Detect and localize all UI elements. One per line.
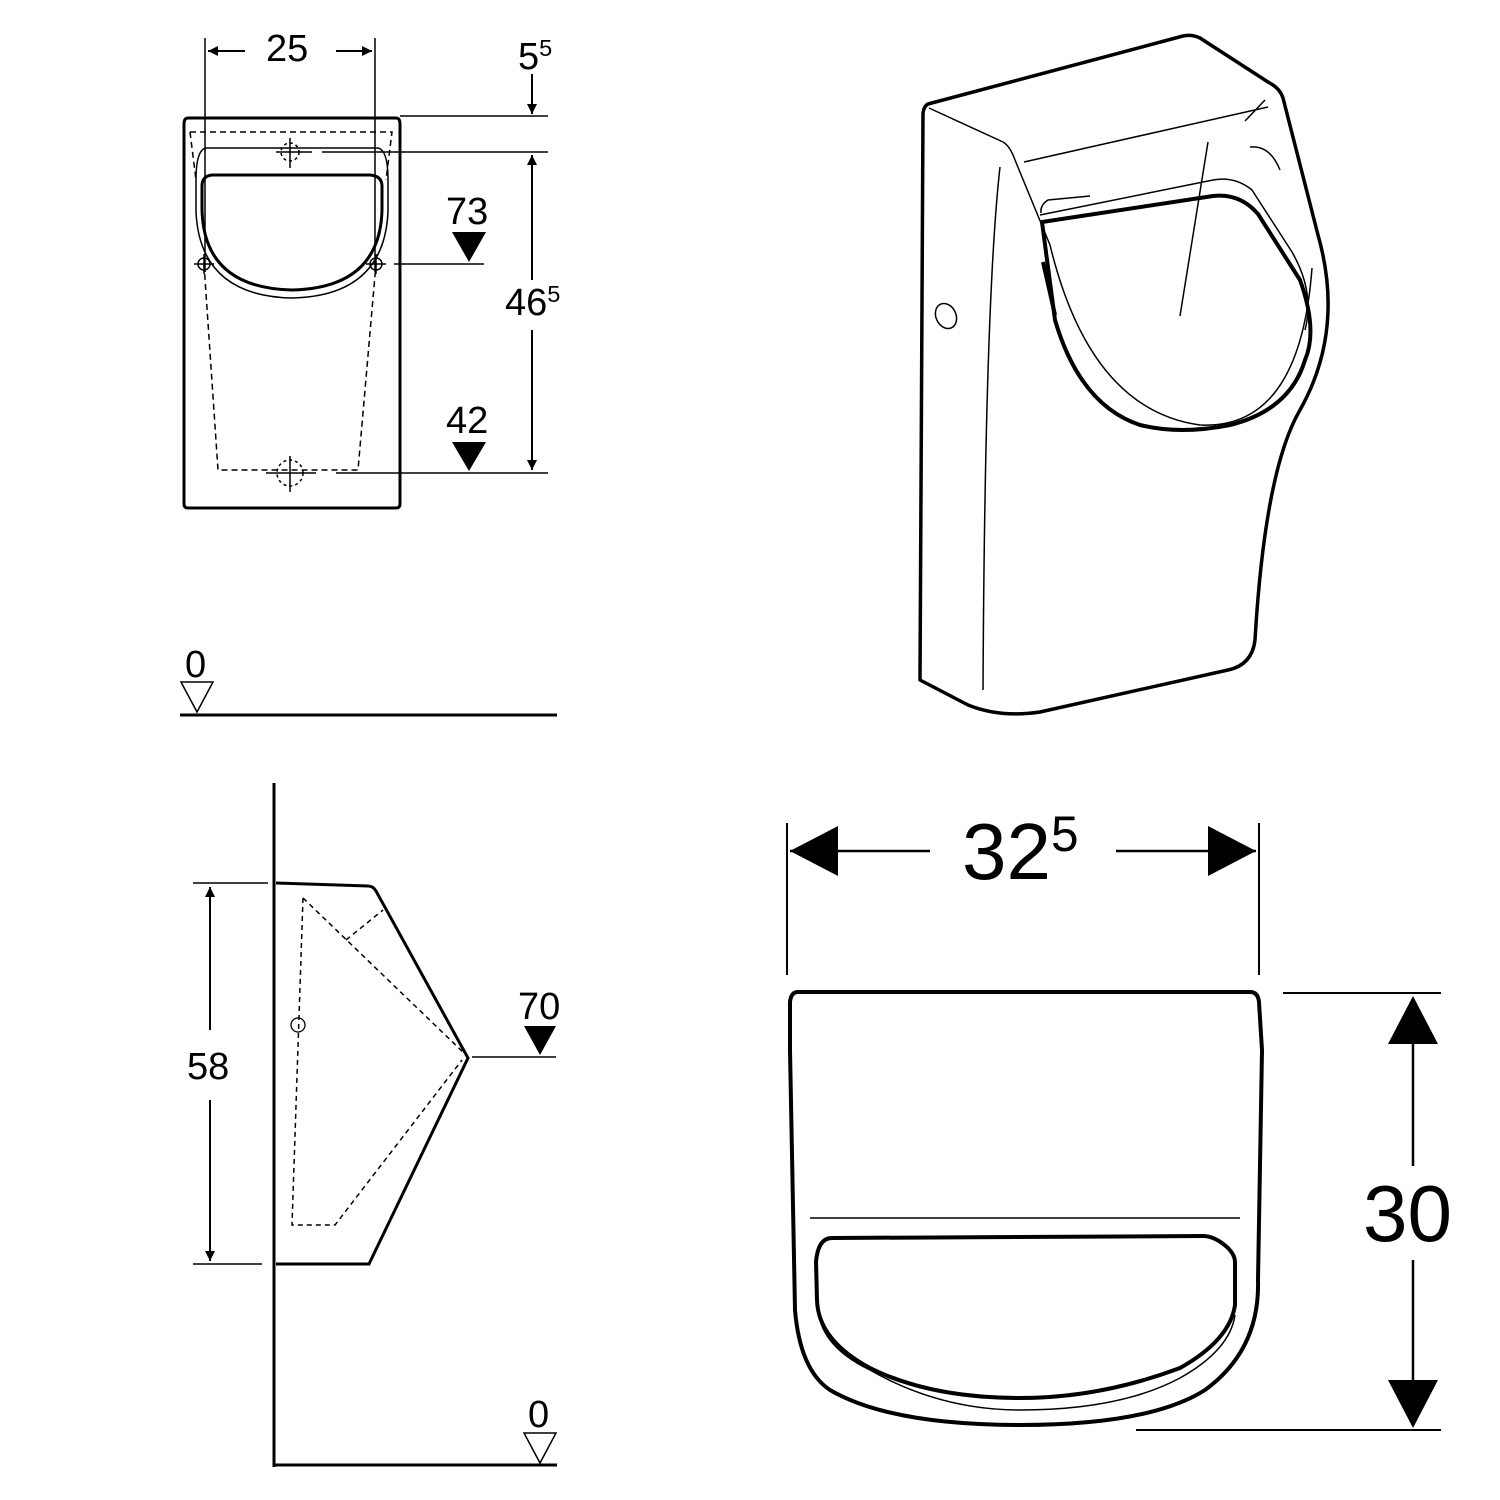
- top-offset-dimension-label: 55: [518, 34, 553, 78]
- front-view: [179, 38, 557, 717]
- front-width-value: 25: [266, 28, 309, 70]
- projection-height-label: 70: [518, 986, 561, 1028]
- inlet-to-outlet-fraction: 5: [547, 280, 561, 307]
- inlet-crosshair: [276, 138, 312, 168]
- top-offset-value: 5: [518, 36, 540, 78]
- perspective-view: [918, 33, 1330, 716]
- top-width-fraction: 5: [1050, 805, 1079, 862]
- front-width-dimension-label: 25: [266, 28, 309, 70]
- outlet-crosshair: [266, 456, 316, 492]
- side-height-dimension-label: 58: [187, 1046, 230, 1088]
- top-depth-dimension-label: 30: [1363, 1169, 1452, 1258]
- top-width-dimension-label: 325: [962, 809, 1079, 892]
- side-view: [193, 783, 558, 1467]
- fixing-crosshair-right: [366, 254, 386, 274]
- top-width-value: 32: [962, 807, 1051, 896]
- inlet-to-outlet-value: 46: [505, 282, 548, 324]
- top-offset-fraction: 5: [539, 34, 553, 61]
- top-view: [786, 823, 1441, 1431]
- fixing-crosshair-left: [194, 254, 214, 274]
- outlet-height-label: 42: [446, 400, 489, 442]
- inlet-height-label: 73: [446, 191, 489, 233]
- inlet-to-outlet-dimension-label: 465: [505, 280, 561, 324]
- side-floor-level-label: 0: [528, 1394, 550, 1436]
- front-floor-level-label: 0: [185, 644, 207, 686]
